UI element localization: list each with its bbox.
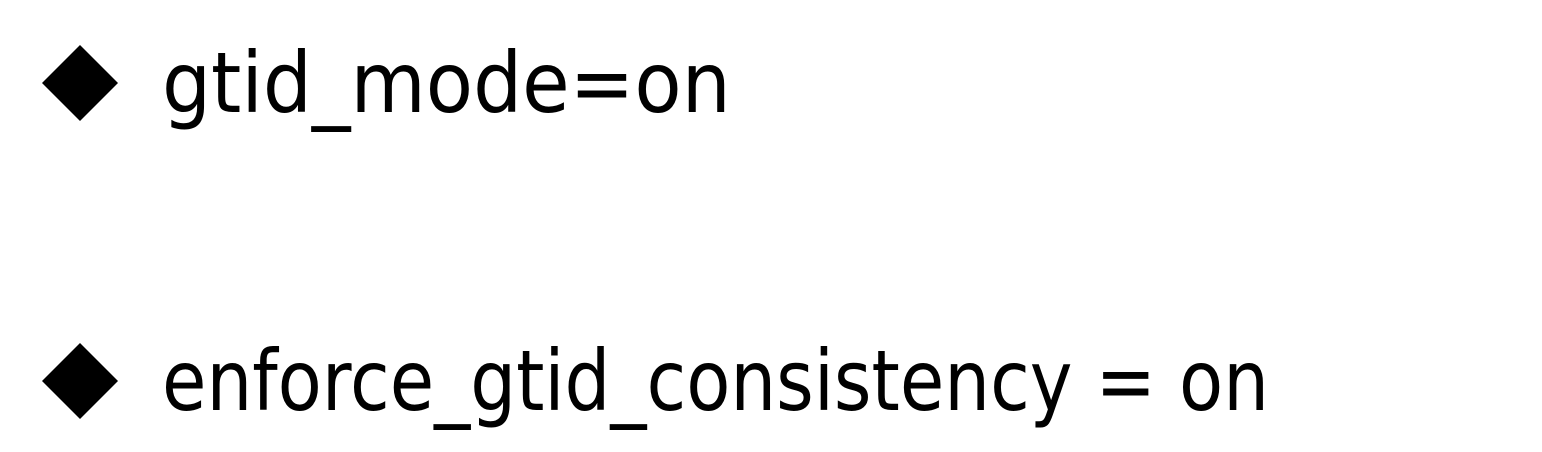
bullet-item-gtid-mode: gtid_mode=on: [40, 28, 780, 138]
bullet-item-enforce-gtid-consistency: enforce_gtid_consistency = on: [40, 326, 1449, 436]
diamond-bullet-icon: [40, 43, 120, 123]
bullet-text-gtid-mode: gtid_mode=on: [162, 34, 731, 132]
diamond-bullet-icon: [40, 341, 120, 421]
bullet-text-enforce-gtid-consistency: enforce_gtid_consistency = on: [162, 332, 1269, 430]
